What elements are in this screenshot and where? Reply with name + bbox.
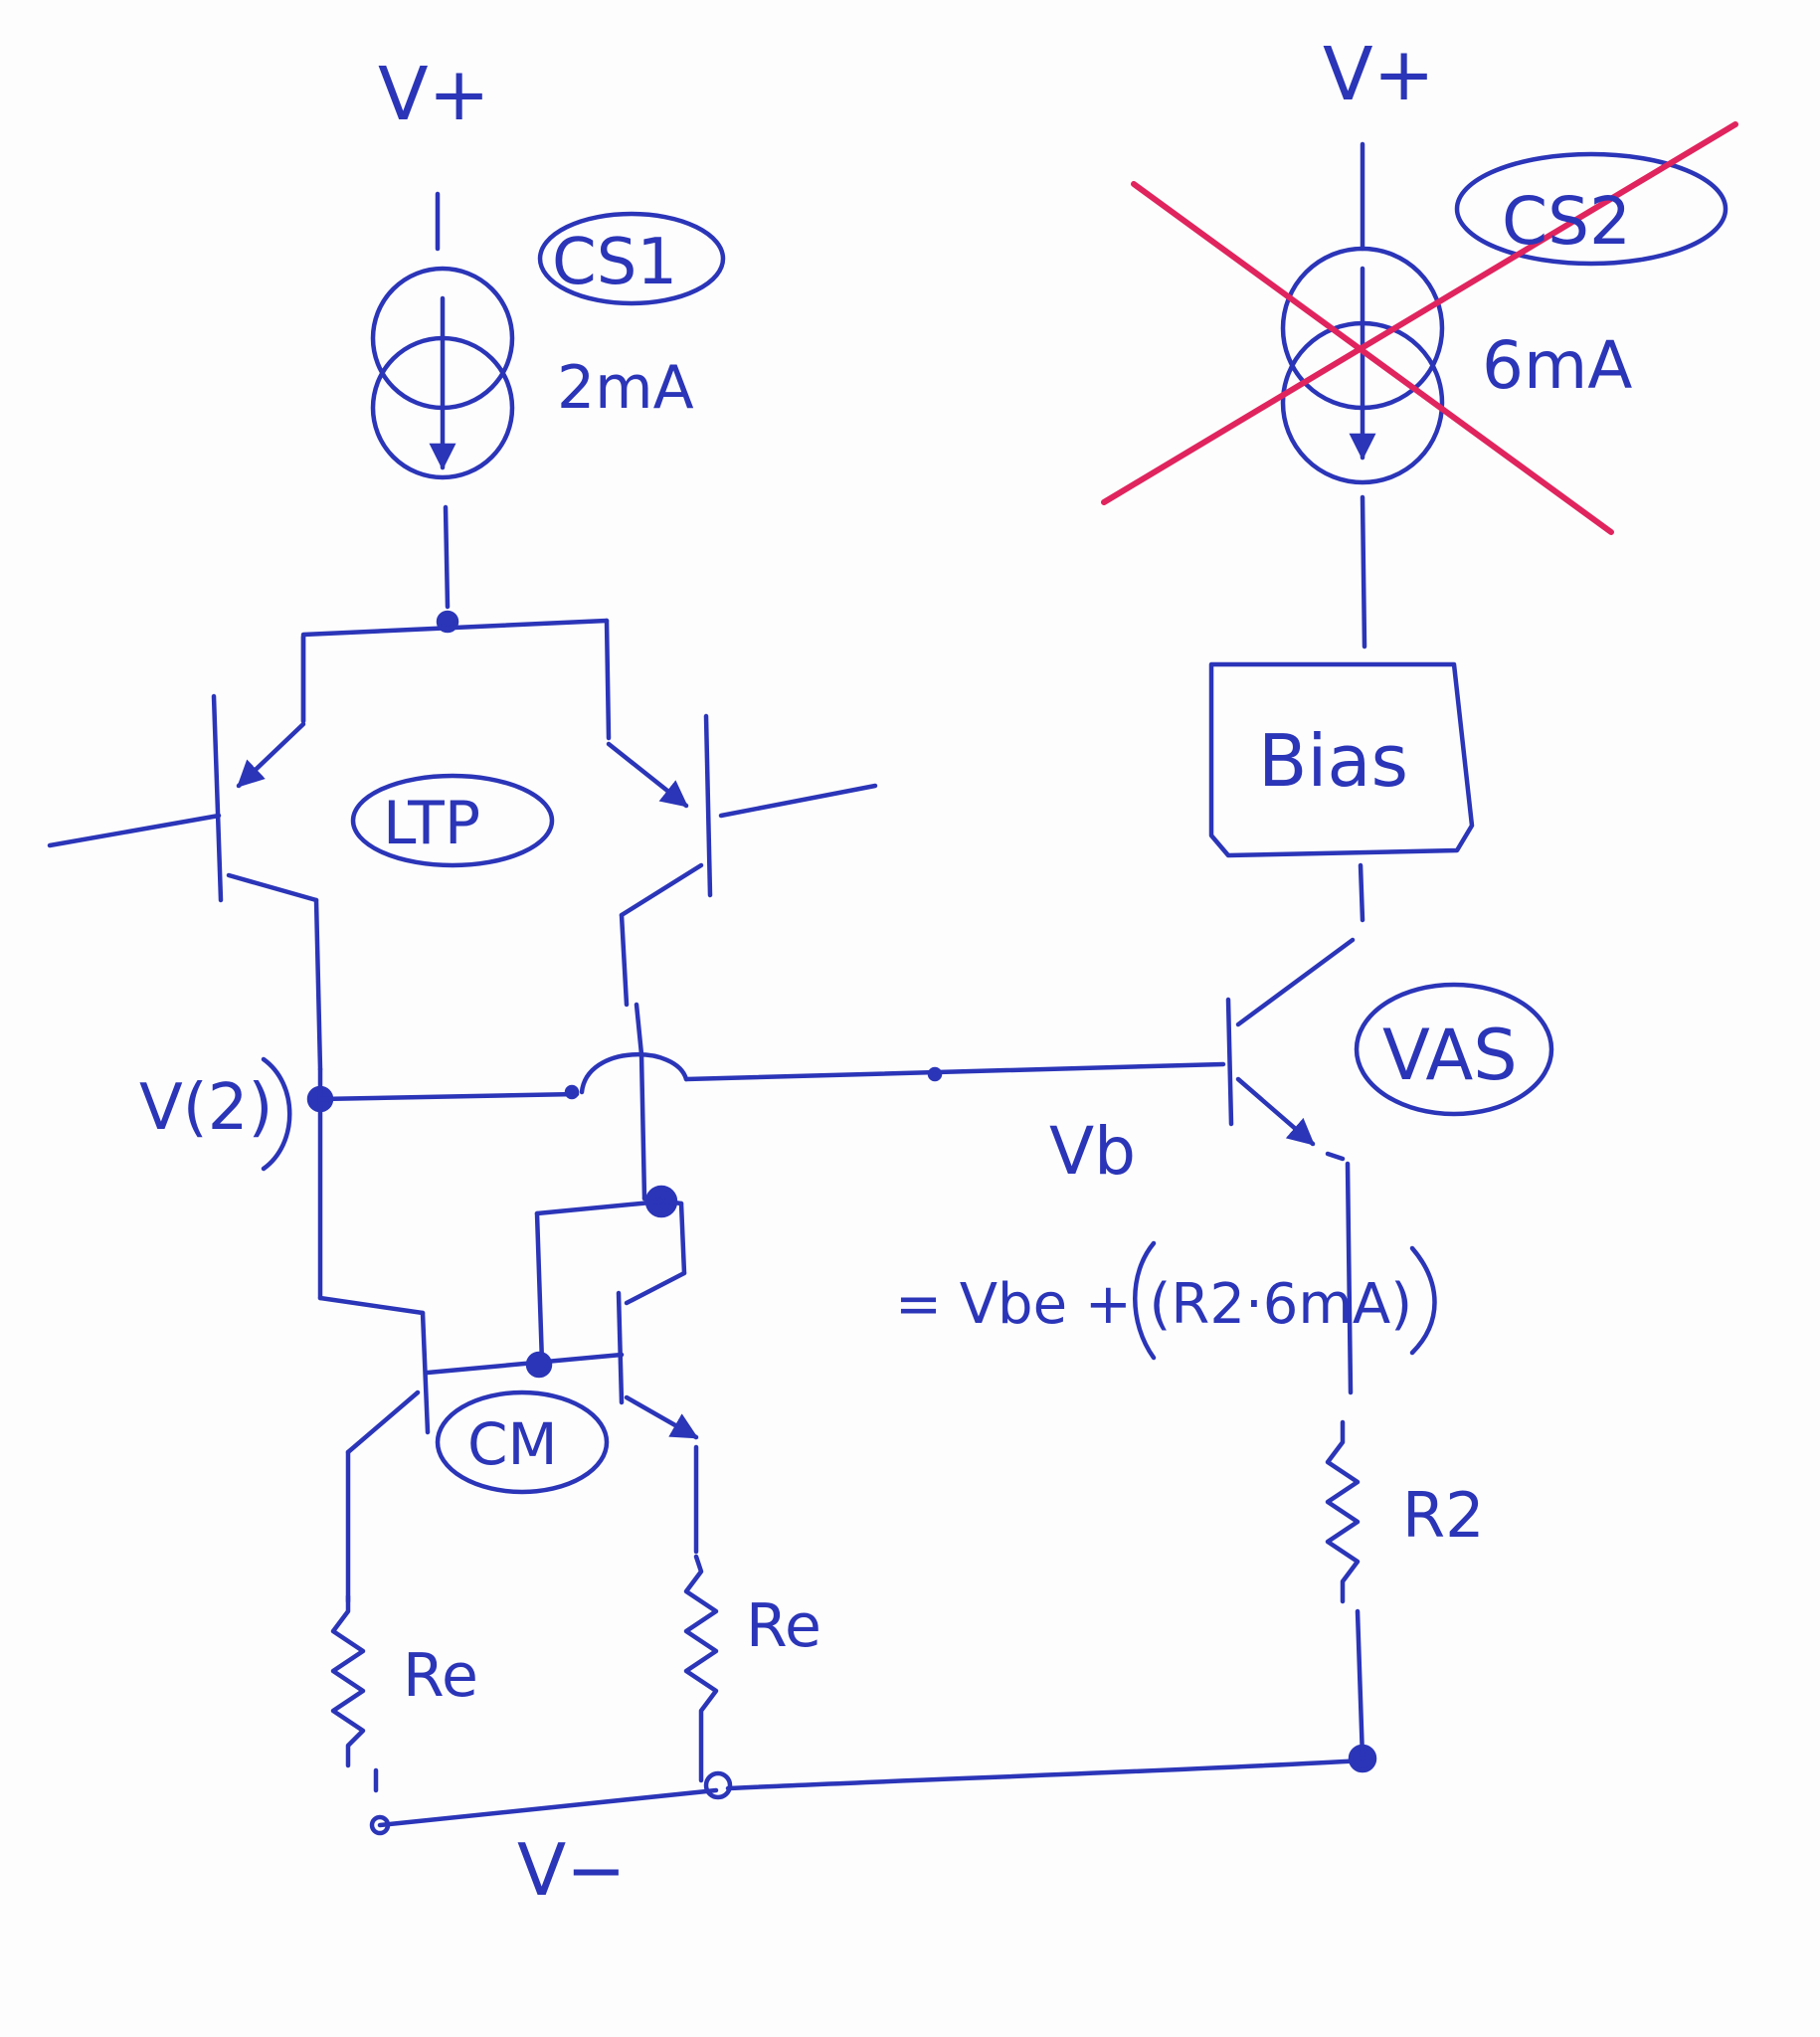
vb-equation-paren-left xyxy=(1133,1240,1157,1361)
current-mirror xyxy=(317,1185,699,1604)
resistor-re-right xyxy=(683,1554,719,1783)
resistor-r2 xyxy=(1325,1161,1365,1761)
vb-equation-label: = Vbe + (R2·6mA) xyxy=(895,1272,1412,1337)
vminus-label: V− xyxy=(517,1828,627,1912)
cs2-badge-outline xyxy=(1454,151,1729,267)
ltp-right-transistor xyxy=(606,713,878,1202)
bias-box xyxy=(1208,661,1475,858)
vb-label: Vb xyxy=(1049,1113,1136,1190)
bias-label: Bias xyxy=(1258,719,1408,803)
wire-crossover-hop xyxy=(579,1052,689,1095)
vplus-right-label: V+ xyxy=(1323,32,1435,117)
cm-label: CM xyxy=(467,1410,558,1478)
vas-transistor xyxy=(1225,937,1356,1162)
v2-bracket xyxy=(261,1056,292,1172)
ltp-emitter-bar xyxy=(300,618,610,638)
vminus-rail xyxy=(377,1758,1365,1828)
ltp-left-transistor xyxy=(47,693,323,1072)
vas-badge-outline xyxy=(1354,982,1554,1117)
cs2-current-label: 6mA xyxy=(1482,327,1632,404)
current-source-cs1 xyxy=(370,191,515,610)
cs1-label: CS1 xyxy=(552,226,677,299)
r2-label: R2 xyxy=(1402,1479,1485,1552)
cs1-current-label: 2mA xyxy=(557,353,694,423)
cs2-strikethrough xyxy=(1101,121,1738,535)
cs2-label: CS2 xyxy=(1502,183,1631,260)
vb-equation-paren-right xyxy=(1409,1245,1437,1356)
vminus-node-mid xyxy=(703,1770,733,1800)
re-left-label: Re xyxy=(403,1641,478,1711)
vplus-left-label: V+ xyxy=(378,52,490,137)
ltp-label: LTP xyxy=(383,789,480,858)
v2-label: V(2) xyxy=(139,1071,273,1145)
cs1-badge-outline xyxy=(537,211,726,306)
resistor-re-left xyxy=(330,1593,379,1793)
current-source-cs2 xyxy=(1280,141,1445,649)
ltp-badge-outline xyxy=(350,773,555,868)
cm-badge-outline xyxy=(435,1389,610,1495)
vas-label: VAS xyxy=(1382,1015,1518,1096)
vminus-node-left xyxy=(369,1814,391,1836)
re-right-label: Re xyxy=(746,1591,821,1661)
